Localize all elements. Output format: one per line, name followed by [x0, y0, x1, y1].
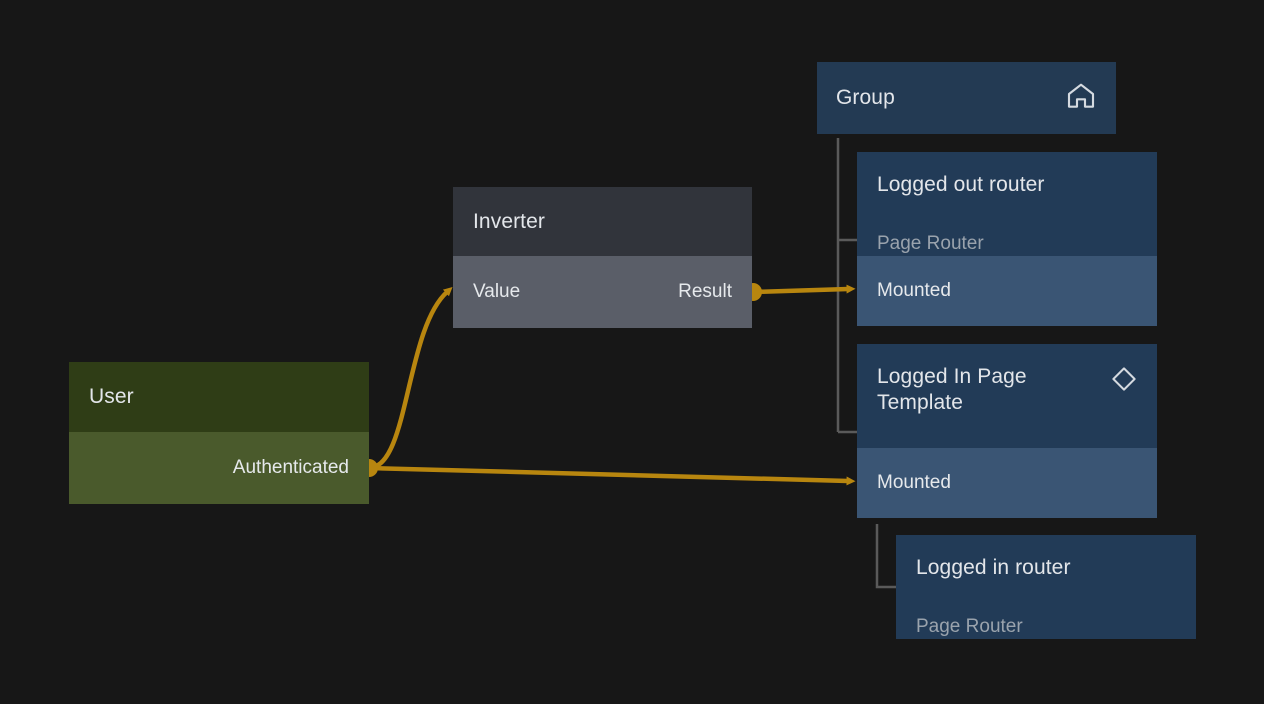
node-logged-in-page-template-title: Logged In Page Template	[877, 365, 1027, 414]
node-group-header: Group	[817, 62, 1116, 134]
node-logged-out-router[interactable]: Logged out router Page Router Mounted	[857, 152, 1157, 326]
node-user-title: User	[89, 385, 134, 408]
port-label-mounted: Mounted	[877, 472, 951, 493]
wire-authenticated-to-value	[368, 286, 453, 471]
port-row-mounted-logged-in-template[interactable]: Mounted	[857, 448, 1157, 518]
node-group[interactable]: Group	[817, 62, 1116, 134]
port-label-authenticated: Authenticated	[232, 457, 349, 478]
port-label-mounted: Mounted	[877, 280, 951, 301]
wire-authenticated-to-mounted-logged-in	[368, 465, 856, 486]
wire-result-to-mounted-logged-out	[752, 284, 856, 295]
port-row-mounted-logged-out[interactable]: Mounted	[857, 256, 1157, 326]
node-user[interactable]: User Authenticated	[69, 362, 369, 504]
node-logged-in-router-header: Logged in router Page Router	[896, 535, 1196, 639]
node-inverter-title: Inverter	[473, 209, 545, 233]
node-logged-in-page-template-header: Logged In Page Template	[857, 344, 1157, 448]
tree-bracket-logged-in-template	[875, 524, 896, 589]
port-label-value: Value	[473, 281, 521, 302]
node-logged-out-router-subtitle: Page Router	[877, 233, 984, 254]
port-row-inverter[interactable]: Value Result	[453, 256, 752, 328]
port-row-authenticated[interactable]: Authenticated	[69, 432, 369, 504]
port-label-result: Result	[678, 281, 732, 302]
node-logged-out-router-title: Logged out router	[877, 173, 1045, 196]
home-icon	[1064, 80, 1098, 117]
node-inverter-header: Inverter	[453, 187, 752, 256]
node-logged-in-router[interactable]: Logged in router Page Router	[896, 535, 1196, 639]
diamond-icon	[1109, 364, 1139, 399]
node-logged-in-router-subtitle: Page Router	[916, 616, 1023, 637]
node-logged-in-page-template[interactable]: Logged In Page Template Mounted	[857, 344, 1157, 518]
node-user-header: User	[69, 362, 369, 432]
node-logged-out-router-header: Logged out router Page Router	[857, 152, 1157, 256]
node-inverter[interactable]: Inverter Value Result	[453, 187, 752, 328]
tree-bracket-group	[836, 138, 857, 434]
node-group-title: Group	[836, 86, 895, 109]
node-logged-in-router-title: Logged in router	[916, 556, 1071, 579]
